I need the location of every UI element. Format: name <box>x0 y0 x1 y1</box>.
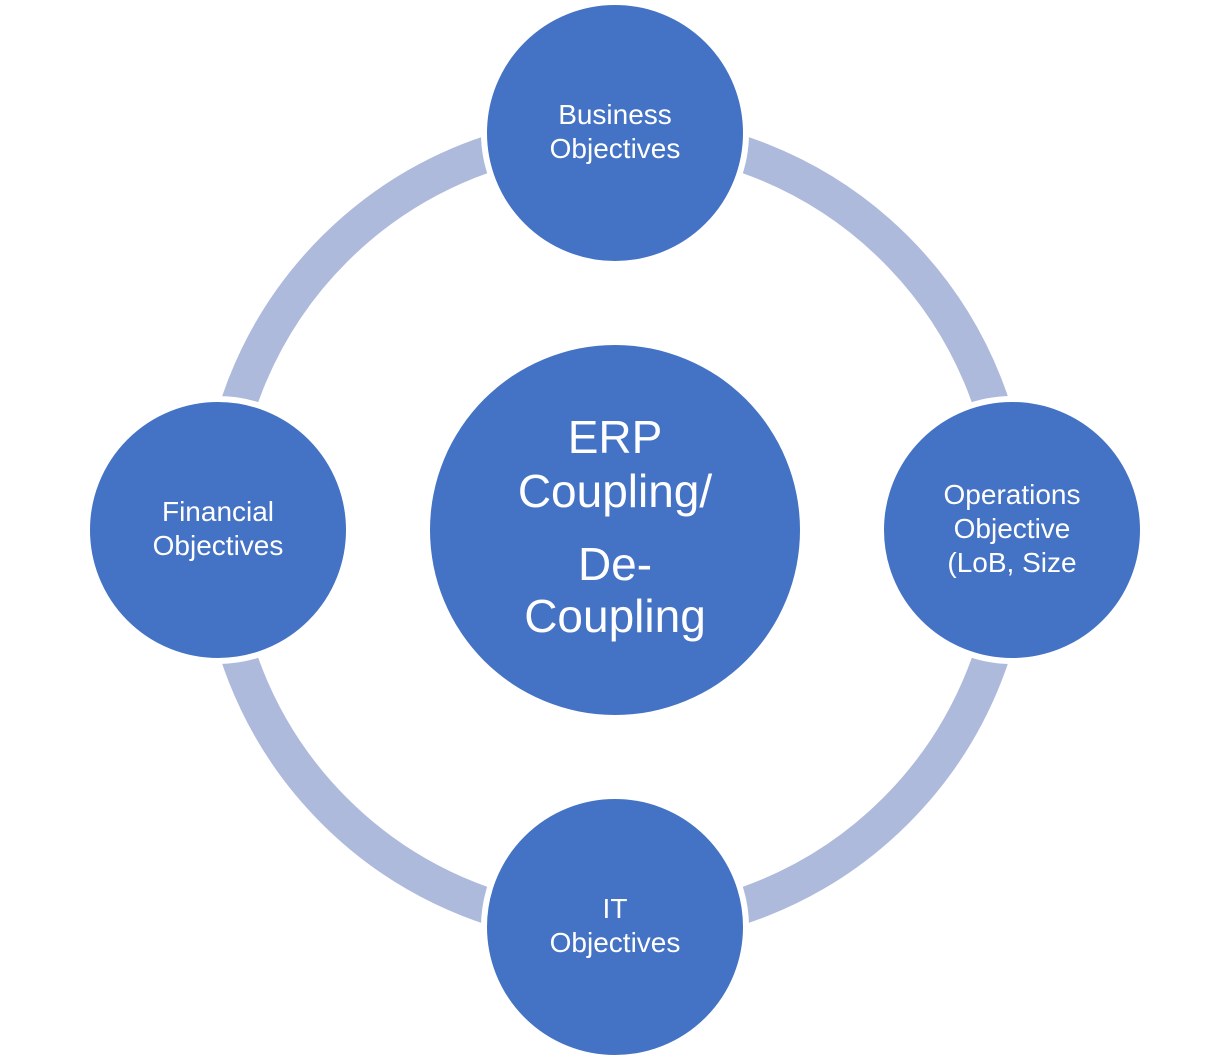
node-it-objectives-label-line-2: Objectives <box>550 927 681 958</box>
node-operations-objective-label-line-2: Objective <box>954 513 1071 544</box>
node-financial-objectives-circle <box>84 396 352 664</box>
node-it-objectives-label-line-1: IT <box>603 893 628 924</box>
node-it-objectives-circle <box>481 793 749 1060</box>
node-operations-objective-label-line-3: (LoB, Size <box>947 547 1076 578</box>
node-financial-objectives: Financial Objectives <box>84 396 352 664</box>
center-node-label-line-2: Coupling/ <box>518 465 713 517</box>
center-node-label-line-1: ERP <box>568 411 663 463</box>
node-business-objectives: Business Objectives <box>481 0 749 267</box>
node-operations-objective: Operations Objective (LoB, Size <box>878 396 1146 664</box>
center-node-circle <box>430 345 800 715</box>
node-business-objectives-circle <box>481 0 749 267</box>
node-financial-objectives-label-line-1: Financial <box>162 496 274 527</box>
node-business-objectives-label-line-1: Business <box>558 99 672 130</box>
center-node: ERP Coupling/ De- Coupling <box>430 345 800 715</box>
node-financial-objectives-label-line-2: Objectives <box>153 530 284 561</box>
center-node-label-line-3: De- <box>578 538 652 590</box>
node-operations-objective-circle <box>878 396 1146 664</box>
node-business-objectives-label-line-2: Objectives <box>550 133 681 164</box>
center-node-label-line-4: Coupling <box>524 590 706 642</box>
node-operations-objective-label-line-1: Operations <box>944 479 1081 510</box>
node-it-objectives: IT Objectives <box>481 793 749 1060</box>
